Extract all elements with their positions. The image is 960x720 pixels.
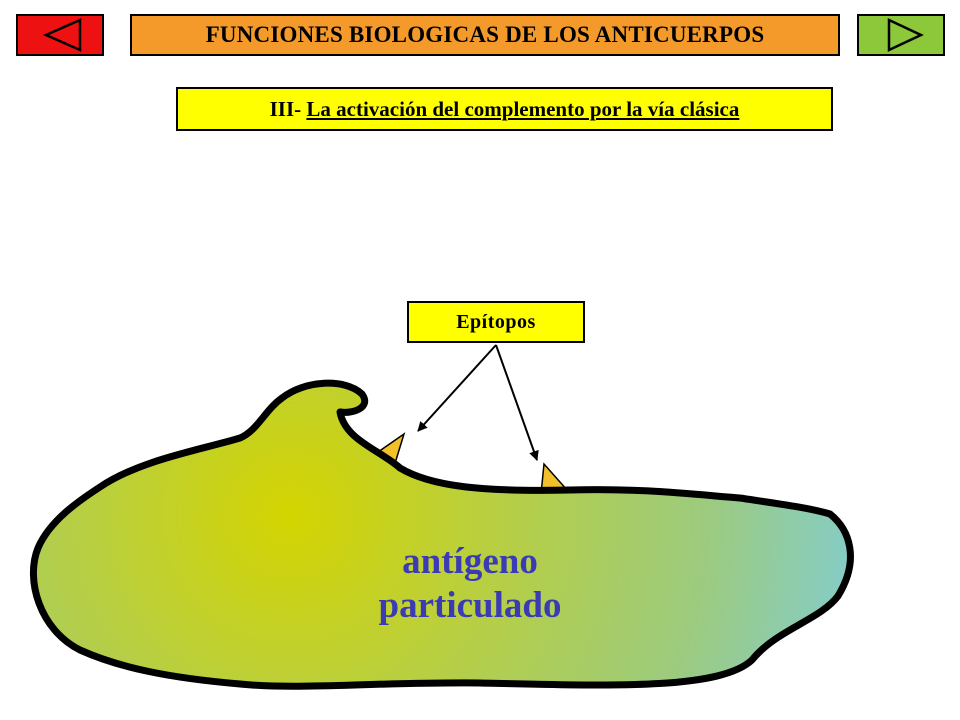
page-title: FUNCIONES BIOLOGICAS DE LOS ANTICUERPOS — [205, 22, 765, 47]
left-triangle-icon — [42, 18, 82, 52]
epitopes-label-box: Epítopos — [407, 301, 585, 343]
section-subtitle: III- La activación del complemento por l… — [176, 87, 833, 131]
epitope-arrow-right — [495, 344, 539, 461]
epitopes-label: Epítopos — [456, 310, 536, 333]
antigen-label: antígeno particulado — [330, 540, 610, 628]
antigen-label-line1: antígeno — [402, 541, 538, 582]
page-title-box: FUNCIONES BIOLOGICAS DE LOS ANTICUERPOS — [130, 14, 840, 56]
antigen-label-line2: particulado — [378, 585, 562, 626]
right-triangle-icon — [887, 18, 924, 52]
epitope-arrow-left — [417, 344, 497, 432]
subtitle-text: La activación del complemento por la vía… — [306, 96, 740, 121]
next-slide-button[interactable] — [857, 14, 945, 56]
antigen-particle — [29, 379, 854, 690]
previous-slide-button[interactable] — [16, 14, 104, 56]
subtitle-prefix: III- — [269, 96, 307, 121]
